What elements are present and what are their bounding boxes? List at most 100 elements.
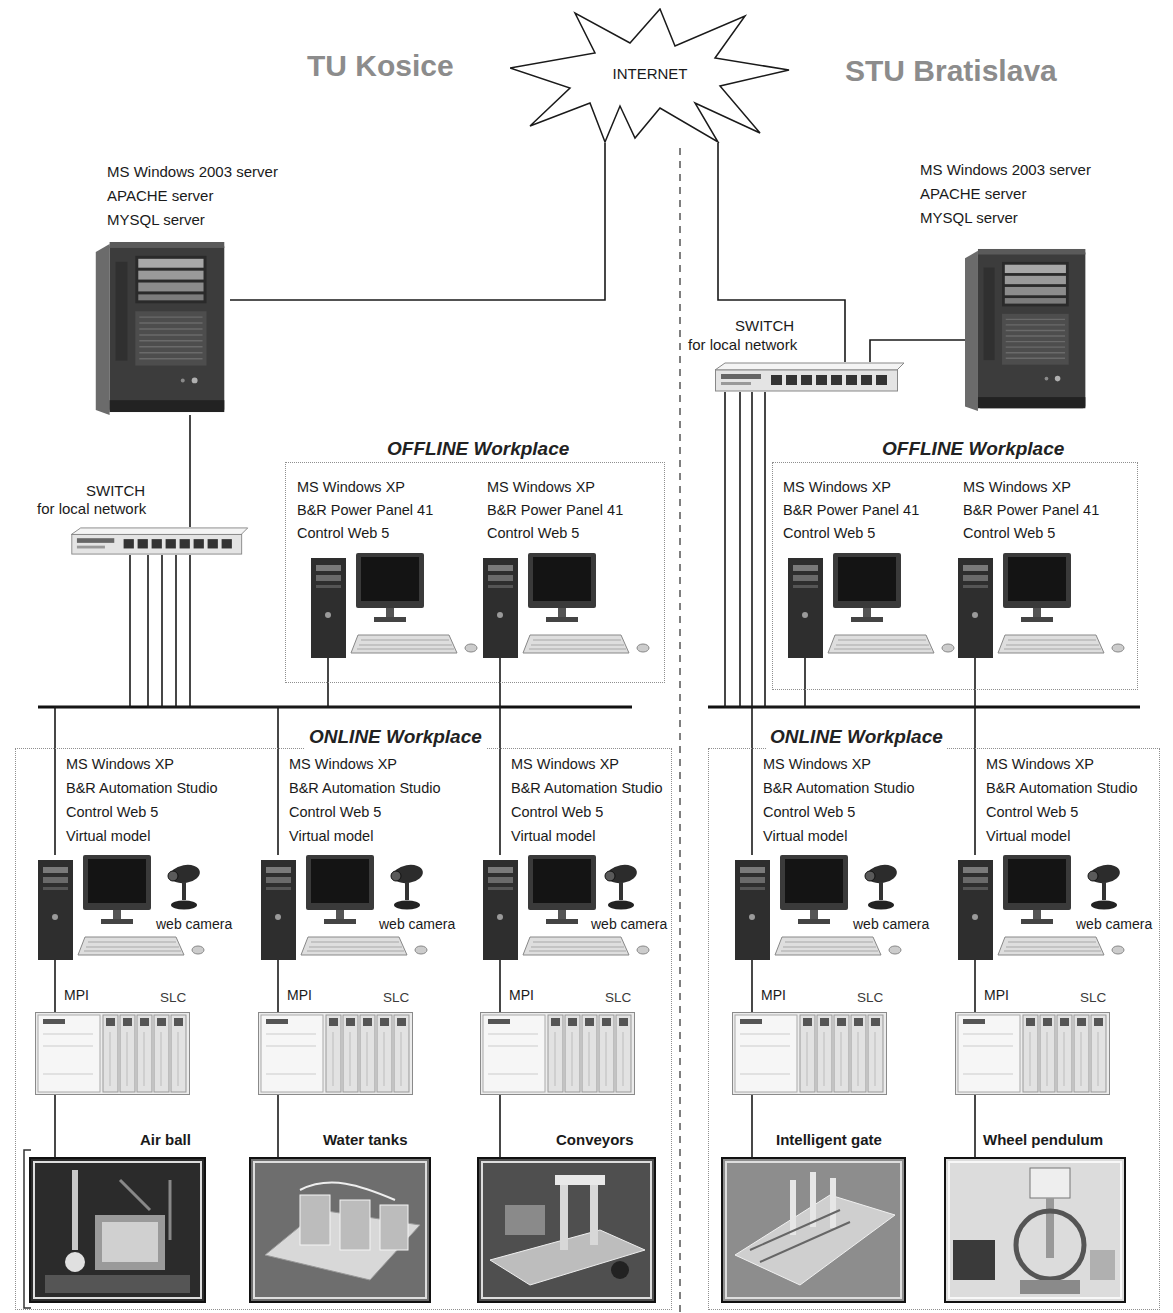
offline-pc: MS Windows XPB&R Power Panel 41Control W… [958,553,1108,658]
software-label: MS Windows XP [963,479,1071,496]
camera-label: web camera [852,916,930,933]
workplace-heading: ONLINE Workplace [766,726,947,749]
plc-units [36,1013,1110,1095]
online-pc: MS Windows XPB&R Automation StudioContro… [735,855,885,960]
software-label: Virtual model [986,828,1070,845]
internet-cloud: INTERNET [510,8,790,143]
server-label: MS Windows 2003 server [920,161,1091,179]
network-cable [190,555,500,707]
web-cameras [168,863,1121,910]
network-cable [277,1095,279,1158]
network-switch: SWITCHfor local network [65,527,255,555]
software-label: Control Web 5 [511,804,603,821]
plant-name: Wheel pendulum [983,1131,1103,1149]
server-label: MYSQL server [107,211,205,229]
network-cable [54,1095,56,1158]
plant-photo: Wheel pendulum [945,1158,1125,1302]
software-label: MS Windows XP [289,756,397,773]
plc-unit: SLC [35,1012,190,1095]
plant-photo: Water tanks [250,1158,430,1302]
software-label: Virtual model [66,828,150,845]
server-label: MYSQL server [920,209,1018,227]
cloud-label: INTERNET [613,65,688,83]
camera-label: web camera [1075,916,1153,933]
software-label: MS Windows XP [783,479,891,496]
star-shape [510,9,789,142]
server-label: APACHE server [920,185,1026,203]
intelligent-gate-photo [722,1158,905,1302]
air-ball-photo [30,1158,205,1302]
software-label: B&R Automation Studio [511,780,663,797]
software-label: B&R Automation Studio [66,780,218,797]
plant-name: Air ball [140,1131,191,1149]
software-label: MS Windows XP [986,756,1094,773]
software-label: MS Windows XP [511,756,619,773]
software-label: Virtual model [763,828,847,845]
servers [96,242,1086,415]
workplace-heading: ONLINE Workplace [305,726,486,749]
software-label: B&R Automation Studio [289,780,441,797]
network-cable [148,555,278,855]
network-cable [189,415,191,527]
online-pc: MS Windows XPB&R Automation StudioContro… [38,855,188,960]
switch-label: SWITCH [86,482,145,500]
offline-pc: MS Windows XPB&R Power Panel 41Control W… [788,553,938,658]
software-label: B&R Power Panel 41 [487,502,623,519]
plc-label: SLC [383,990,409,1006]
workplace-box: OFFLINE WorkplaceMS Windows XPB&R Power … [772,462,1138,690]
software-label: MS Windows XP [297,479,405,496]
plc-label: SLC [605,990,631,1006]
network-cable [162,555,328,707]
workplace-box: ONLINE WorkplaceMS Windows XPB&R Automat… [708,748,1160,1310]
plc-label: SLC [160,990,186,1006]
software-label: Control Web 5 [66,804,158,821]
plc-label: SLC [857,990,883,1006]
site-divider [679,148,681,1313]
network-cable [870,340,965,362]
software-label: Virtual model [511,828,595,845]
switch-label: for local network [688,336,797,354]
switch-label: SWITCH [735,317,794,335]
server-label: APACHE server [107,187,213,205]
software-label: B&R Automation Studio [763,780,915,797]
offline-pc: MS Windows XPB&R Power Panel 41Control W… [483,553,633,658]
network-cable [499,960,501,1012]
network-cable [718,143,845,362]
plant-name: Water tanks [323,1131,407,1149]
link-label: MPI [285,987,314,1004]
plant-photo: Conveyors [478,1158,655,1302]
software-label: MS Windows XP [66,756,174,773]
switches [71,363,904,554]
software-label: Control Web 5 [963,525,1055,542]
network-cable [277,960,279,1012]
link-label: MPI [507,987,536,1004]
workplace-heading: OFFLINE Workplace [878,438,1068,461]
software-label: Control Web 5 [487,525,579,542]
network-switch: SWITCHfor local network [715,362,905,392]
server: MS Windows 2003 serverAPACHE serverMYSQL… [95,242,230,415]
workplace-box: ONLINE WorkplaceMS Windows XPB&R Automat… [15,748,672,1310]
plc-unit: SLC [480,1012,635,1095]
network-cable [751,392,753,855]
network-cable [54,960,56,1012]
link-label: MPI [62,987,91,1004]
online-pc: MS Windows XPB&R Automation StudioContro… [483,855,633,960]
server: MS Windows 2003 serverAPACHE serverMYSQL… [965,245,1090,415]
software-label: B&R Power Panel 41 [963,502,1099,519]
water-tanks-photo [250,1158,430,1302]
workplace-heading: OFFLINE Workplace [383,438,573,461]
plc-label: SLC [1080,990,1106,1006]
software-label: MS Windows XP [487,479,595,496]
software-label: Virtual model [289,828,373,845]
plant-name: Conveyors [556,1131,634,1149]
online-pc: MS Windows XPB&R Automation StudioContro… [958,855,1108,960]
network-cable [751,1095,753,1158]
network-cable [974,960,976,1012]
plant-photo: Intelligent gate [722,1158,905,1302]
site-title: TU Kosice [307,48,454,84]
offline-pc: MS Windows XPB&R Power Panel 41Control W… [311,553,461,658]
wheel-pendulum-photo [945,1158,1125,1302]
plc-unit: SLC [258,1012,413,1095]
network-cable [499,1095,501,1158]
plc-unit: SLC [955,1012,1110,1095]
